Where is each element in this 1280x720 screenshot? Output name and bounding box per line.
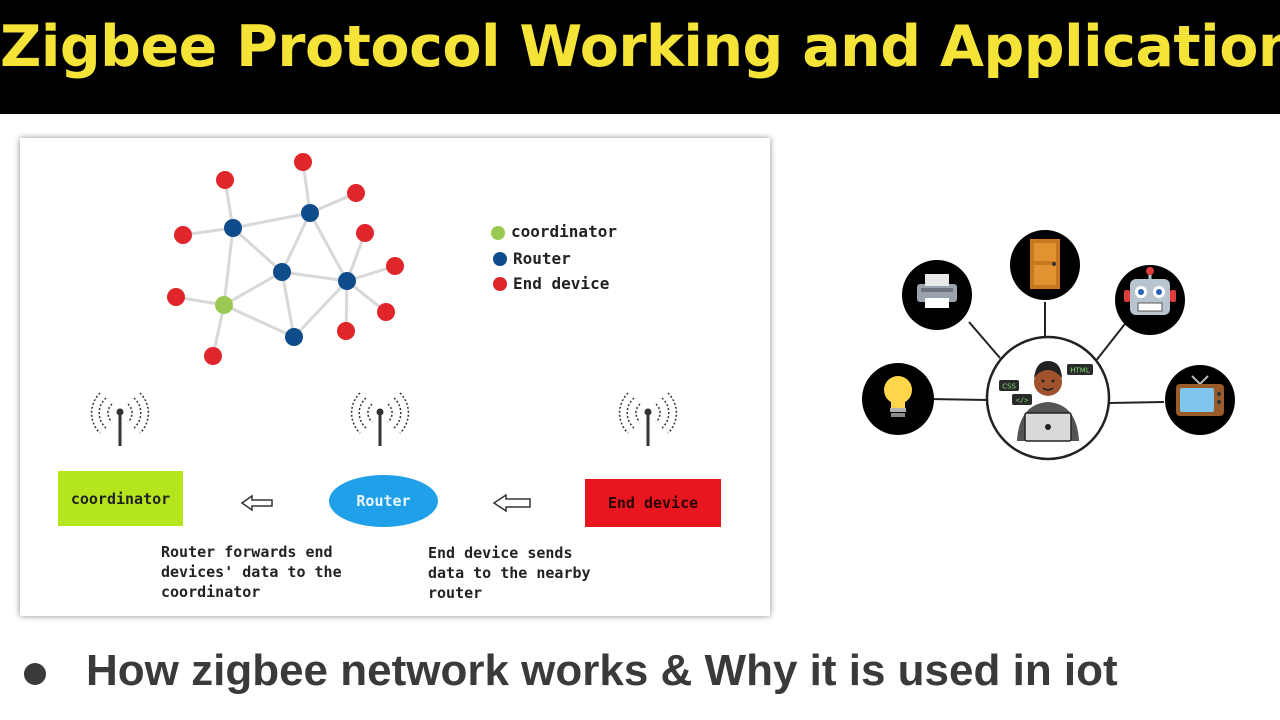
zigbee-diagram-card: coordinator Router End device coordinato…	[20, 138, 770, 616]
mesh-network-diagram	[20, 138, 770, 616]
end-device-box: End device	[585, 479, 721, 527]
css-tag: CSS	[1002, 383, 1016, 391]
end-device-node	[347, 184, 365, 202]
router-node	[338, 272, 356, 290]
antenna-icon	[92, 393, 149, 446]
legend-end-device-dot	[493, 277, 507, 291]
router-node	[273, 263, 291, 281]
router-caption: Router forwards end devices' data to the…	[161, 542, 342, 602]
developer-with-laptop-icon: CSS HTML </>	[987, 337, 1109, 459]
coordinator-box: coordinator	[58, 471, 183, 526]
legend-router-dot	[493, 252, 507, 266]
arrow-left-icon	[494, 495, 530, 511]
page-title: Zigbee Protocol Working and Applications	[0, 14, 1280, 80]
end-device-node	[216, 171, 234, 189]
end-device-node	[204, 347, 222, 365]
router-node	[285, 328, 303, 346]
end-device-node	[294, 153, 312, 171]
legend-end-device-label: End device	[513, 274, 609, 293]
iot-devices-illustration: CSS HTML </>	[855, 222, 1245, 472]
legend-router-label: Router	[513, 249, 571, 268]
light-bulb-icon	[862, 363, 934, 435]
router-ellipse: Router	[329, 475, 438, 527]
router-node	[301, 204, 319, 222]
bullet-point	[24, 663, 46, 685]
code-tag: </>	[1016, 397, 1029, 405]
bullet-text: How zigbee network works & Why it is use…	[86, 646, 1118, 696]
robot-icon	[1115, 265, 1185, 335]
coordinator-box-label: coordinator	[58, 471, 183, 526]
television-icon	[1165, 365, 1235, 435]
title-banner: Zigbee Protocol Working and Applications	[0, 0, 1280, 114]
router-ellipse-label: Router	[329, 475, 438, 527]
html-tag: HTML	[1070, 367, 1090, 375]
end-device-node	[377, 303, 395, 321]
router-node	[224, 219, 242, 237]
end-device-node	[174, 226, 192, 244]
legend-coordinator-dot	[491, 226, 505, 240]
end-device-node	[386, 257, 404, 275]
end-device-caption: End device sends data to the nearby rout…	[428, 543, 591, 603]
printer-icon	[902, 260, 972, 330]
door-icon	[1010, 230, 1080, 300]
end-device-node	[337, 322, 355, 340]
end-device-node	[356, 224, 374, 242]
antenna-icon	[352, 393, 409, 446]
end-device-box-label: End device	[585, 479, 721, 527]
antenna-icon	[620, 393, 677, 446]
coordinator-node	[215, 296, 233, 314]
end-device-node	[167, 288, 185, 306]
legend-coordinator-label: coordinator	[511, 222, 617, 241]
arrow-left-icon	[242, 496, 272, 510]
